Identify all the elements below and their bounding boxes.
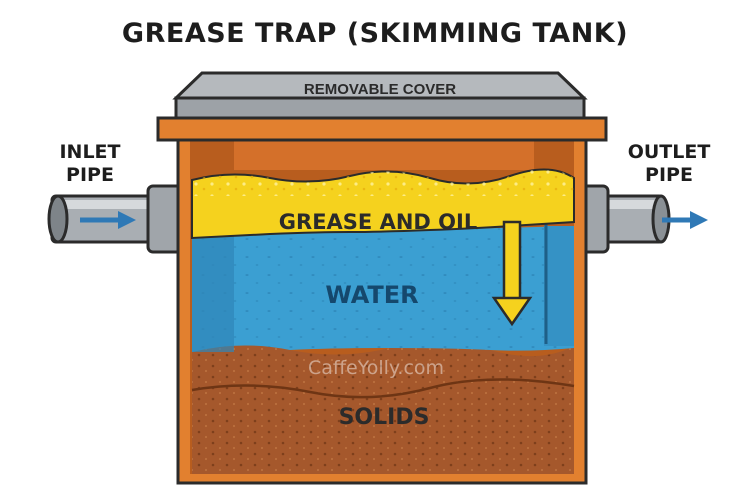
- grease-layer-label: GREASE AND OIL: [279, 210, 477, 234]
- removable-cover: [172, 71, 588, 120]
- inlet-label-line2: PIPE: [66, 164, 114, 186]
- outlet-pipe: [572, 184, 671, 254]
- tank-rim: [156, 116, 608, 142]
- inlet-pipe-label: INLET PIPE: [44, 141, 136, 187]
- grease-layer: [191, 168, 575, 240]
- inlet-flow-arrow: [80, 211, 136, 229]
- water-layer: [192, 226, 574, 352]
- inlet-label-line1: INLET: [59, 141, 121, 163]
- flow-down-arrow: [491, 220, 533, 327]
- outlet-flow-arrow: [662, 211, 708, 229]
- solids-layer-label: SOLIDS: [339, 405, 430, 430]
- solids-layer: [191, 342, 575, 474]
- diagram-title: GREASE TRAP (SKIMMING TANK): [121, 18, 629, 49]
- outlet-pipe-label: OUTLET PIPE: [614, 141, 724, 187]
- cover-label: REMOVABLE COVER: [304, 81, 456, 98]
- watermark-text: CaffeYolly.com: [308, 357, 444, 379]
- outlet-baffle: [544, 216, 574, 346]
- outlet-label-line2: PIPE: [645, 164, 693, 186]
- outlet-label-line1: OUTLET: [627, 141, 711, 163]
- water-layer-label: WATER: [325, 281, 418, 309]
